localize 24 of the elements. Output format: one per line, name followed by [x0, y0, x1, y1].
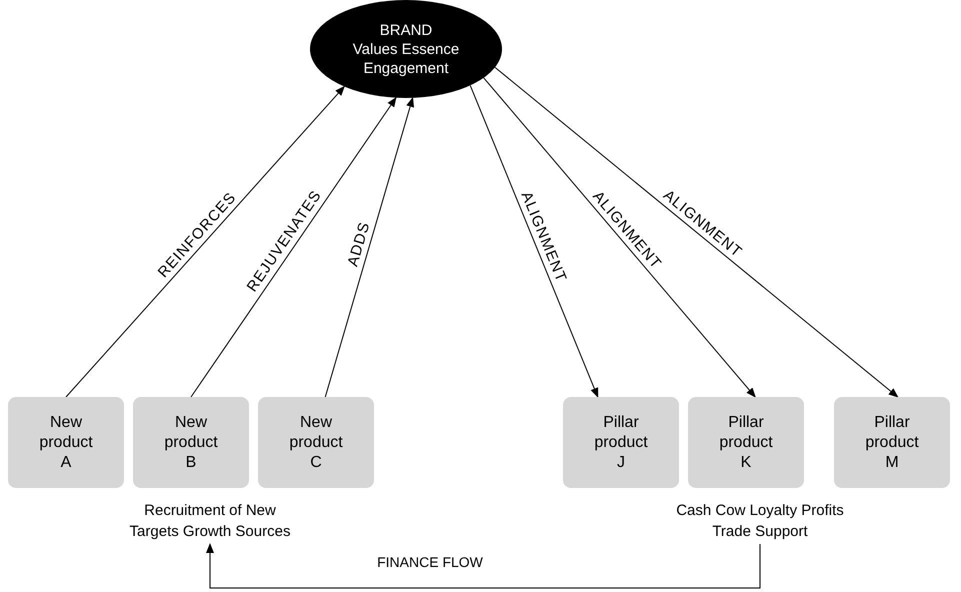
caption-text: Cash Cow Loyalty Profits Trade Support — [660, 500, 860, 544]
product-box — [8, 397, 124, 488]
node-text: Pillar product M — [864, 412, 920, 472]
product-box — [258, 397, 374, 488]
arrow — [483, 77, 756, 398]
node-text: New product A — [38, 412, 94, 472]
product-box — [133, 397, 249, 488]
node-text: BRAND — [380, 20, 432, 40]
arrow — [66, 86, 345, 398]
arrow — [470, 84, 598, 398]
caption-text: Recruitment of New Targets Growth Sources — [120, 500, 300, 544]
arrow — [190, 96, 397, 398]
node-text: New product C — [288, 412, 344, 472]
product-box — [834, 397, 950, 488]
product-box — [688, 397, 804, 488]
node-text: Values Essence Engagement — [352, 40, 460, 78]
node-text: Pillar product K — [718, 412, 774, 472]
node-text: Pillar product J — [593, 412, 649, 472]
product-box — [563, 397, 679, 488]
node-text: New product B — [163, 412, 219, 472]
arrow — [324, 96, 414, 398]
arrow — [494, 66, 899, 398]
arrow — [206, 543, 760, 588]
edge-label: ADDS — [345, 220, 373, 269]
